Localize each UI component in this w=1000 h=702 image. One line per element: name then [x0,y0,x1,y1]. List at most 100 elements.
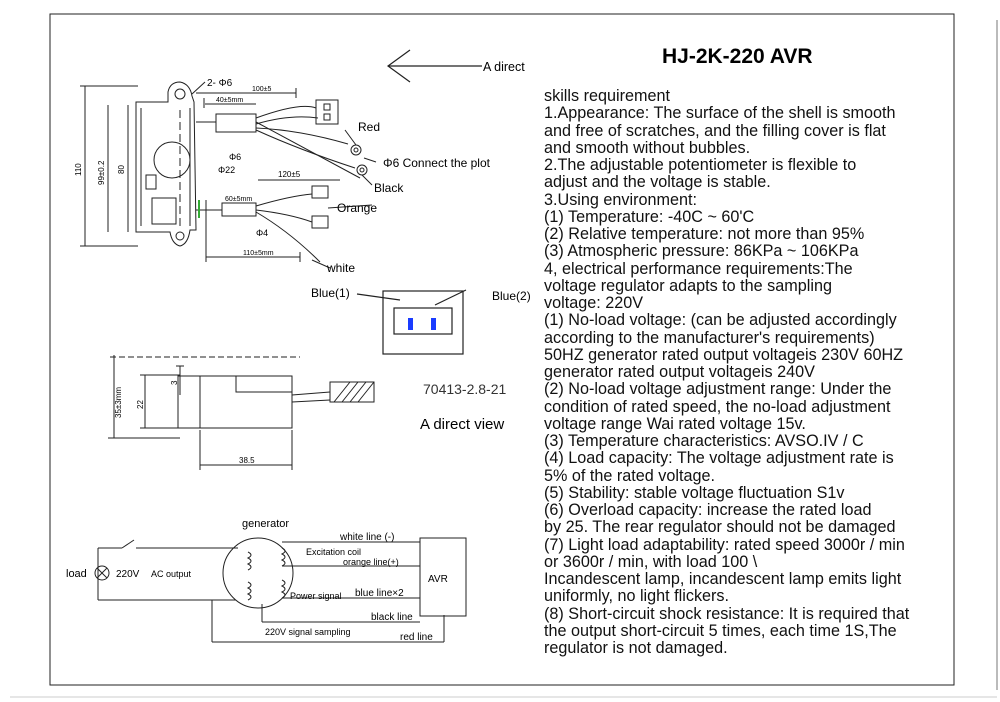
blue-pin-2 [431,318,436,330]
spec-line: (1) No-load voltage: (can be adjusted ac… [544,311,897,330]
avr-body-outline [135,81,197,247]
spec-line: uniformly, no light flickers. [544,587,730,606]
blue-pin-1 [408,318,413,330]
dim-60: 60±5mm [225,196,252,203]
plug-connector-lower-2 [311,215,329,229]
sheet-border [49,13,955,686]
spec-line: (6) Overload capacity: increase the rate… [544,501,872,519]
spec-line: skills requirement [544,87,670,105]
ring-terminal-red [350,144,362,156]
spec-line: voltage: 220V [544,294,643,312]
part-code: 70413-2.8-21 [423,381,507,397]
wiring-circuit [94,537,467,643]
side-body [177,375,293,429]
spec-line: and free of scratches, and the filling c… [544,121,886,140]
generator-circle [222,537,294,609]
load-lamp [94,565,110,581]
hole-label: 2- Φ6 [207,78,233,89]
spec-line: the output short-circuit 5 times, each t… [544,621,897,640]
spec-line: 1.Appearance: The surface of the shell i… [544,104,896,123]
generator-label: generator [242,518,289,530]
spec-line: generator rated output voltageis 240V [544,363,815,381]
spec-line: 3.Using environment: [544,190,697,209]
spec-line: voltage range Wai rated voltage 15v. [544,414,806,433]
view-label: A direct view [420,416,504,433]
spec-line: voltage regulator adapts to the sampling [544,276,832,295]
spec-line: by 25. The rear regulator should not be … [544,518,896,537]
spec-line: (3) Atmospheric pressure: 86KPa ~ 106KPa [544,242,859,261]
avr-top-view [80,81,377,269]
dim-phi22: Φ22 [218,165,235,175]
spec-line: (2) Relative temperature: not more than … [544,225,865,243]
spec-line: adjust and the voltage is stable. [544,173,771,192]
spec-line: 2.The adjustable potentiometer is flexib… [544,156,857,174]
wire-red-label: Red [358,120,380,134]
dim-22: 22 [136,400,145,409]
mount-hole-top [174,88,186,100]
dim-35: 35±3mm [114,387,123,418]
ring-terminal-black [356,164,368,176]
coil-right-bottom [280,579,286,599]
wire-sleeve-upper [215,113,257,133]
spec-line: condition of rated speed, the no-load ad… [544,397,891,416]
dim-120: 120±5 [278,170,301,179]
spec-line: (3) Temperature characteristics: AVSO.IV… [544,432,864,450]
orange-line-label: orange line(+) [343,557,399,567]
spec-line: regulator is not damaged. [544,639,728,657]
red-line-label: red line [400,632,433,643]
plug-connector-top [315,99,339,125]
sampling-label: 220V signal sampling [265,627,351,637]
plug-connector-lower-1 [311,185,329,199]
dim-phi4: Φ4 [256,228,268,238]
drawing-title: HJ-2K-220 AVR [662,45,813,68]
avr-label: AVR [428,574,448,585]
dim-80: 80 [117,165,126,174]
blue2-label: Blue(2) [492,289,531,303]
wire-orange-label: Orange [337,201,377,215]
mount-hole-bottom [175,231,185,241]
wire-black-label: Black [374,181,404,195]
dim-99: 99±0.2 [97,160,106,185]
terminal-block [151,197,177,225]
potentiometer [153,141,191,179]
blue-line-label: blue line×2 [355,588,404,599]
wire-sleeve-lower [221,202,257,217]
spec-line: and smooth without bubbles. [544,138,751,157]
spec-line: (5) Stability: stable voltage fluctuatio… [544,483,845,502]
blue-connector [356,289,467,355]
connect-plot-label: Φ6 Connect the plot [383,156,491,170]
white-line-label: white line (-) [339,532,394,543]
dim-110-side: 110 [74,163,83,176]
dim-40: 40±5mm [216,97,243,104]
dim-38-5: 38.5 [239,456,255,465]
avr-box [419,537,467,617]
direction-arrow [386,49,482,83]
dim-3: 3 [170,380,179,385]
dim-100: 100±5 [252,86,272,93]
spec-line: 5% of the rated voltage. [544,466,715,485]
blue1-label: Blue(1) [311,286,350,300]
spec-line: (7) Light load adaptability: rated speed… [544,535,905,554]
spec-line: (1) Temperature: -40C ~ 60'C [544,207,755,226]
cable-hatch [329,381,375,403]
coil-left-top [246,551,252,571]
spec-line: 4, electrical performance requirements:T… [544,259,853,278]
load-label: load [66,568,87,580]
dim-110-bottom: 110±5mm [243,250,274,257]
avr-side-view [108,355,375,470]
coil-right-top [280,547,286,567]
excitation-coil-label: Excitation coil [306,547,361,557]
spec-line: 50HZ generator rated output voltageis 23… [544,345,904,364]
spec-line: (2) No-load voltage adjustment range: Un… [544,380,892,399]
spec-line: (8) Short-circuit shock resistance: It i… [544,604,910,623]
power-signal-label: Power signal [290,591,342,601]
spec-line: Incandescent lamp, incandescent lamp emi… [544,570,902,588]
black-line-label: black line [371,612,413,623]
spec-line: according to the manufacturer's requirem… [544,328,875,347]
spec-line: or 3600r / min, with load 100 \ [544,552,758,571]
dim-phi6: Φ6 [229,152,241,162]
direction-label: A direct [483,60,525,74]
wire-white-label: white [326,261,355,275]
